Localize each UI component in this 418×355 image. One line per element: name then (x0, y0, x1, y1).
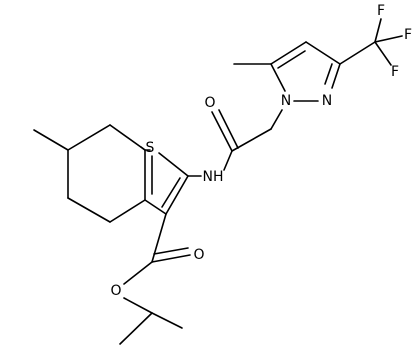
bond-nh-cco (223, 150, 233, 171)
bond-c3-c3a (144, 199, 167, 215)
atom-labels: S NH O N N O O F F F (110, 3, 412, 299)
bond-c5-c4 (67, 197, 111, 223)
atom-sulfur: S (146, 140, 155, 156)
bond-ch-me-right (151, 312, 183, 329)
bond-o-ch (123, 297, 153, 314)
bond-cester-o-single (123, 261, 153, 285)
bond-c6-methyl (33, 129, 69, 151)
atom-ester-oxygen-carbonyl: O (193, 247, 204, 263)
bond-c4p-c3p (305, 41, 341, 65)
bond-c3p-cf3 (339, 41, 376, 65)
bond-cco-ch2 (231, 128, 272, 152)
bond-c4-c3a (109, 199, 146, 223)
bond-cf3-f-right (374, 35, 403, 43)
bond-c3p-n2-inner (324, 63, 333, 85)
atom-fluorine-left: F (391, 64, 399, 80)
bond-cester-o-dbl-a (151, 254, 191, 263)
bond-cf3-f-left (374, 41, 392, 66)
bond-n1-c5p (270, 63, 286, 92)
bond-cco-o-a (211, 111, 233, 152)
bond-ch2-n1 (270, 109, 283, 130)
bond-c5p-c4p-inner (277, 50, 306, 69)
bond-cco-o-b (218, 109, 239, 149)
bond-c7-c7a (109, 124, 146, 151)
atom-pyrazole-n2: N (322, 93, 332, 109)
bond-cester-o-dbl-b (153, 247, 189, 255)
bond-c7a-s (140, 146, 146, 151)
bond-s-c2 (158, 152, 189, 177)
bond-lines (33, 18, 403, 345)
atom-fluorine-right: F (404, 27, 412, 43)
bond-c7-c6 (67, 124, 111, 151)
bond-cf3-f-top (374, 18, 382, 43)
bond-c2-c3-inner (161, 177, 181, 208)
atom-amide-oxygen: O (204, 95, 215, 111)
atom-ester-oxygen-alkoxy: O (110, 283, 121, 299)
bond-ch-me-down (119, 312, 153, 345)
atom-fluorine-top: F (377, 3, 385, 19)
bond-c3p-n2 (331, 63, 341, 89)
bond-c3-cester (151, 213, 167, 263)
bond-c5p-c4p (270, 41, 307, 65)
bond-c2-c3 (165, 175, 189, 215)
atom-pyrazole-n1: N (281, 93, 291, 109)
atom-amide-nh: NH (203, 169, 224, 185)
